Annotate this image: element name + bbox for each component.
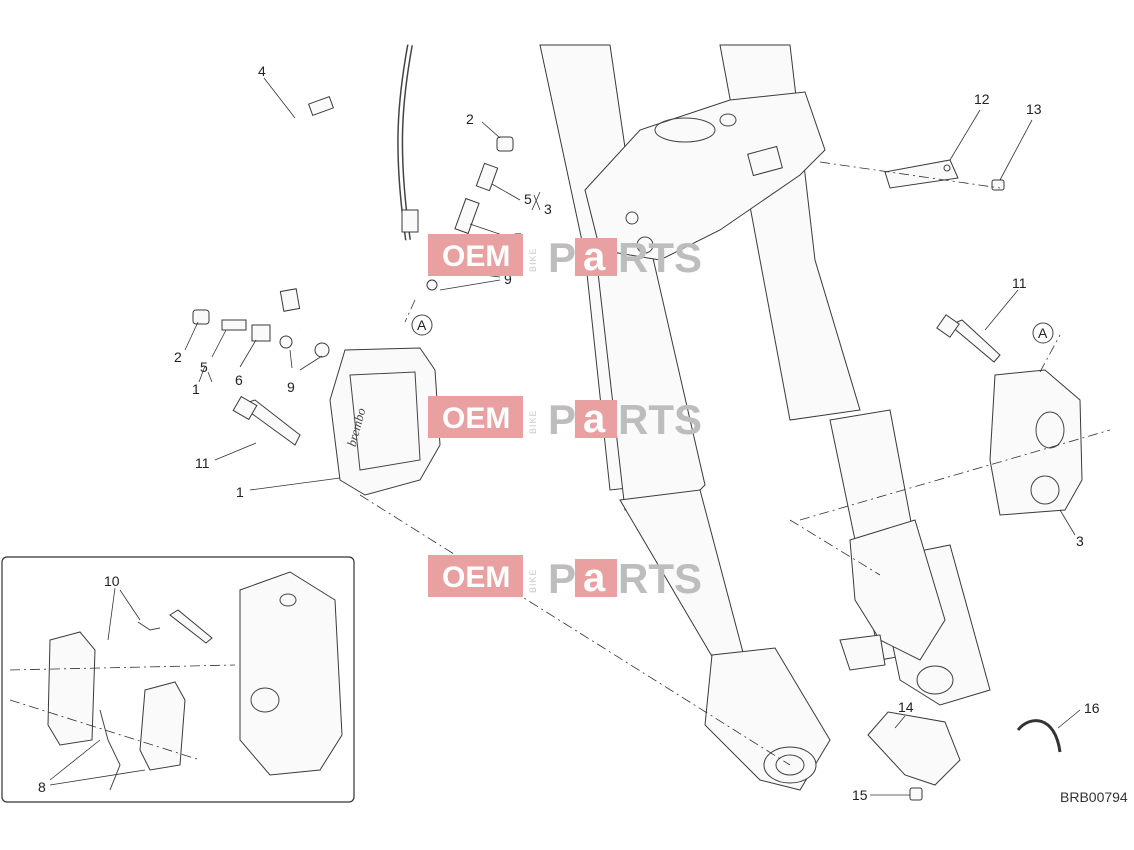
bracket-12 xyxy=(884,159,959,189)
brake-hose xyxy=(256,44,422,331)
svg-text:a: a xyxy=(583,397,606,441)
callout-9-top: 9 xyxy=(504,271,512,287)
callout-6: 6 xyxy=(235,372,243,388)
callout-5-top: 5 xyxy=(524,191,532,207)
svg-text:a: a xyxy=(583,235,606,279)
svg-text:P: P xyxy=(548,555,576,602)
svg-text:RTS: RTS xyxy=(618,396,702,443)
svg-text:OEM: OEM xyxy=(442,402,510,435)
screw-15 xyxy=(909,787,923,801)
callout-8: 8 xyxy=(38,779,46,795)
bleed-valves xyxy=(192,136,514,358)
svg-text:BIKE: BIKE xyxy=(528,409,538,434)
caliper-bolt-left xyxy=(232,395,301,446)
svg-text:OEM: OEM xyxy=(442,240,510,273)
view-marker-left: A xyxy=(411,314,433,336)
svg-text:BIKE: BIKE xyxy=(528,247,538,272)
callout-2-top: 2 xyxy=(466,111,474,127)
left-brake-caliper: brembo xyxy=(329,347,441,496)
callout-3-right: 3 xyxy=(1076,533,1084,549)
front-fork xyxy=(539,44,991,791)
svg-text:BIKE: BIKE xyxy=(528,568,538,593)
svg-text:a: a xyxy=(583,556,606,600)
view-marker-right: A xyxy=(1032,322,1054,344)
svg-text:A: A xyxy=(1038,325,1048,341)
callout-5-left: 5 xyxy=(200,359,208,375)
center-lines xyxy=(359,161,1111,766)
svg-text:P: P xyxy=(548,234,576,281)
callout-3-top: 3 xyxy=(544,201,552,217)
watermark-1: OEM BIKE P a RTS xyxy=(428,234,702,281)
drawing-code: BRB00794 xyxy=(1060,789,1128,805)
callout-2-left: 2 xyxy=(174,349,182,365)
callout-11-left: 11 xyxy=(195,455,210,471)
svg-text:OEM: OEM xyxy=(442,561,510,594)
callout-12: 12 xyxy=(974,91,990,107)
caliper-bolt-right xyxy=(936,314,1001,363)
callout-11-right: 11 xyxy=(1012,275,1027,291)
watermark-3: OEM BIKE P a RTS xyxy=(428,555,702,602)
guide-14 xyxy=(867,711,961,786)
svg-text:RTS: RTS xyxy=(618,234,702,281)
svg-text:P: P xyxy=(548,396,576,443)
callout-14: 14 xyxy=(898,699,914,715)
callout-10: 10 xyxy=(104,573,120,589)
callout-15: 15 xyxy=(852,787,868,803)
svg-text:A: A xyxy=(417,317,427,333)
callout-1-left: 1 xyxy=(192,381,200,397)
callout-16: 16 xyxy=(1084,700,1100,716)
watermark-2: OEM BIKE P a RTS xyxy=(428,396,702,443)
right-brake-caliper xyxy=(989,369,1083,516)
clip-16 xyxy=(1016,719,1062,753)
callout-9-left: 9 xyxy=(287,379,295,395)
inset-pad-detail xyxy=(1,556,355,803)
screw-13 xyxy=(991,179,1005,191)
callout-1: 1 xyxy=(236,484,244,500)
callout-13: 13 xyxy=(1026,101,1042,117)
callout-4: 4 xyxy=(258,63,266,79)
svg-text:RTS: RTS xyxy=(618,555,702,602)
